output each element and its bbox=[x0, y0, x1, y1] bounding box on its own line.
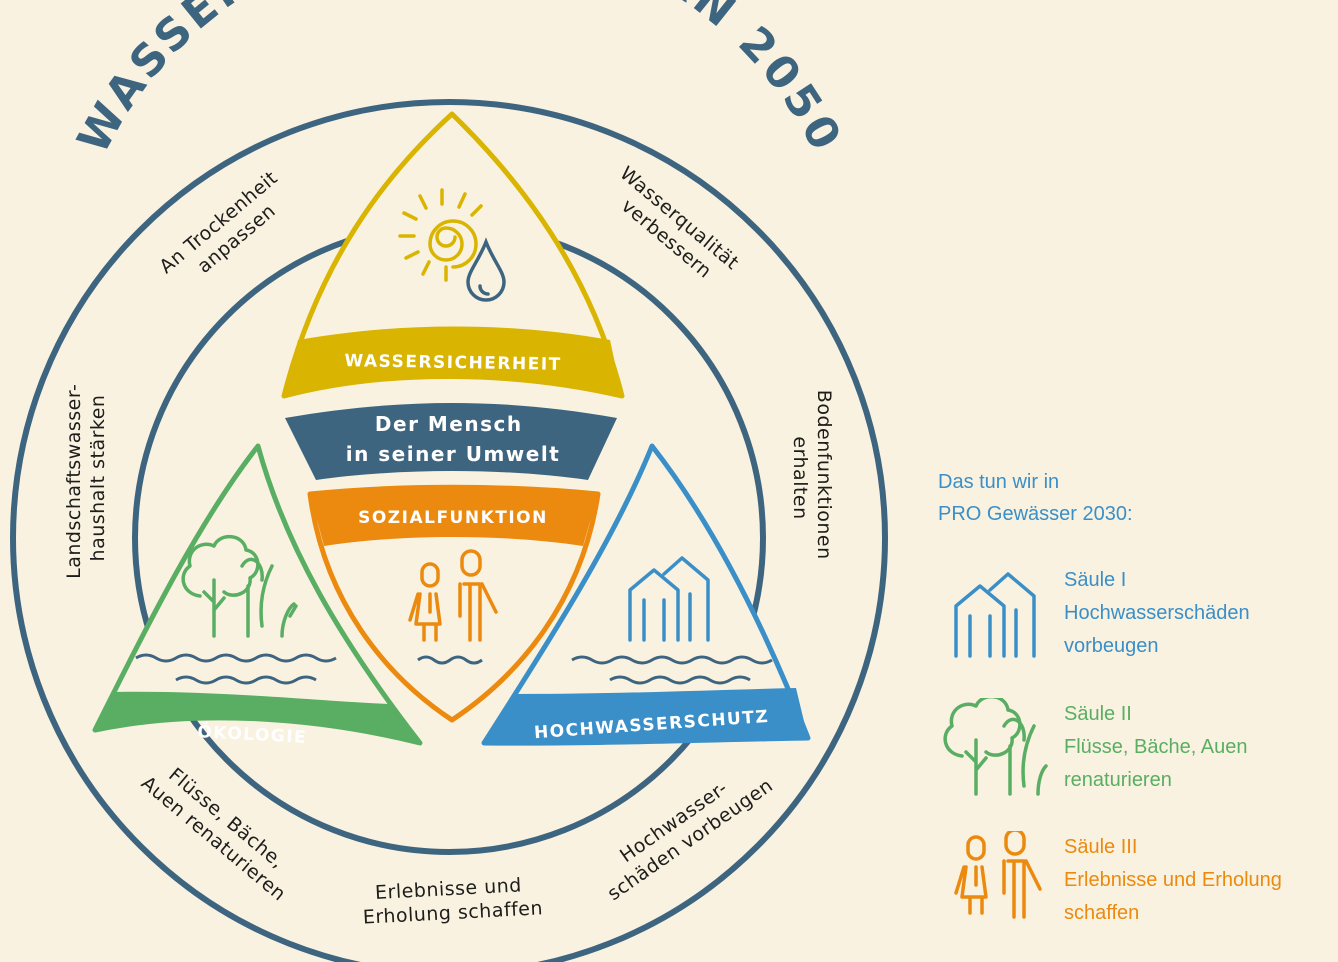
water-drop-icon bbox=[466, 237, 506, 302]
legend-line: schaffen bbox=[1064, 902, 1140, 924]
segment-hochwasserschutz: HOCHWASSERSCHUTZ bbox=[481, 443, 811, 746]
tree-icon bbox=[943, 698, 1048, 796]
people-icon bbox=[954, 831, 1042, 919]
segment-oekologie: ÖKOLOGIE bbox=[92, 443, 423, 748]
legend-line: vorbeugen bbox=[1064, 635, 1159, 657]
outer-ring bbox=[10, 99, 888, 962]
segment-mensch: Der Mensch in seiner Umwelt bbox=[285, 403, 617, 480]
segment-label-sozialfunktion: SOZIALFUNKTION bbox=[358, 508, 548, 528]
legend-title-saeule-3: Säule III bbox=[1064, 836, 1138, 858]
people-icon bbox=[408, 549, 498, 642]
segment-label-mensch: Der Mensch in seiner Umwelt bbox=[346, 412, 561, 466]
sun-icon bbox=[398, 188, 483, 282]
segment-sozialfunktion: SOZIALFUNKTION bbox=[307, 484, 601, 723]
legend-title-saeule-2: Säule II bbox=[1064, 703, 1132, 725]
segment-label-wassersicherheit: WASSERSICHERHEIT bbox=[344, 351, 562, 375]
legend-line: Erlebnisse und Erholung bbox=[1064, 869, 1282, 891]
label-erlebnisse: Erlebnisse und Erholung schaffen bbox=[361, 873, 543, 928]
legend-line: renaturieren bbox=[1064, 769, 1172, 791]
legend-intro: Das tun wir in PRO Gewässer 2030: bbox=[938, 471, 1133, 525]
waves-icon-center bbox=[417, 655, 483, 665]
label-fluesse: Flüsse, Bäche, Auen renaturieren bbox=[137, 754, 306, 906]
legend-line: Flüsse, Bäche, Auen bbox=[1064, 736, 1248, 758]
legend-item-saeule-3: Säule III Erlebnisse und Erholung schaff… bbox=[938, 831, 1338, 941]
legend-title-saeule-1: Säule I bbox=[1064, 569, 1127, 591]
segment-wassersicherheit: WASSERSICHERHEIT bbox=[281, 111, 625, 399]
legend-item-saeule-1: Säule I Hochwasserschäden vorbeugen bbox=[938, 564, 1338, 674]
house-icon bbox=[954, 572, 1036, 658]
tree-icon bbox=[181, 535, 298, 638]
house-icon bbox=[628, 556, 710, 642]
legend-item-saeule-2: Säule II Flüsse, Bäche, Auen renaturiere… bbox=[938, 698, 1338, 808]
waves-icon-left bbox=[135, 653, 337, 685]
waves-icon-right bbox=[571, 655, 773, 685]
label-boden: Bodenfunktionen erhalten bbox=[789, 390, 835, 566]
legend-line: Hochwasserschäden bbox=[1064, 602, 1250, 624]
label-hochwasser: Hochwasser- schäden vorbeugen bbox=[590, 755, 777, 905]
label-landschaft: Landschaftswasser- haushalt stärken bbox=[63, 377, 109, 579]
